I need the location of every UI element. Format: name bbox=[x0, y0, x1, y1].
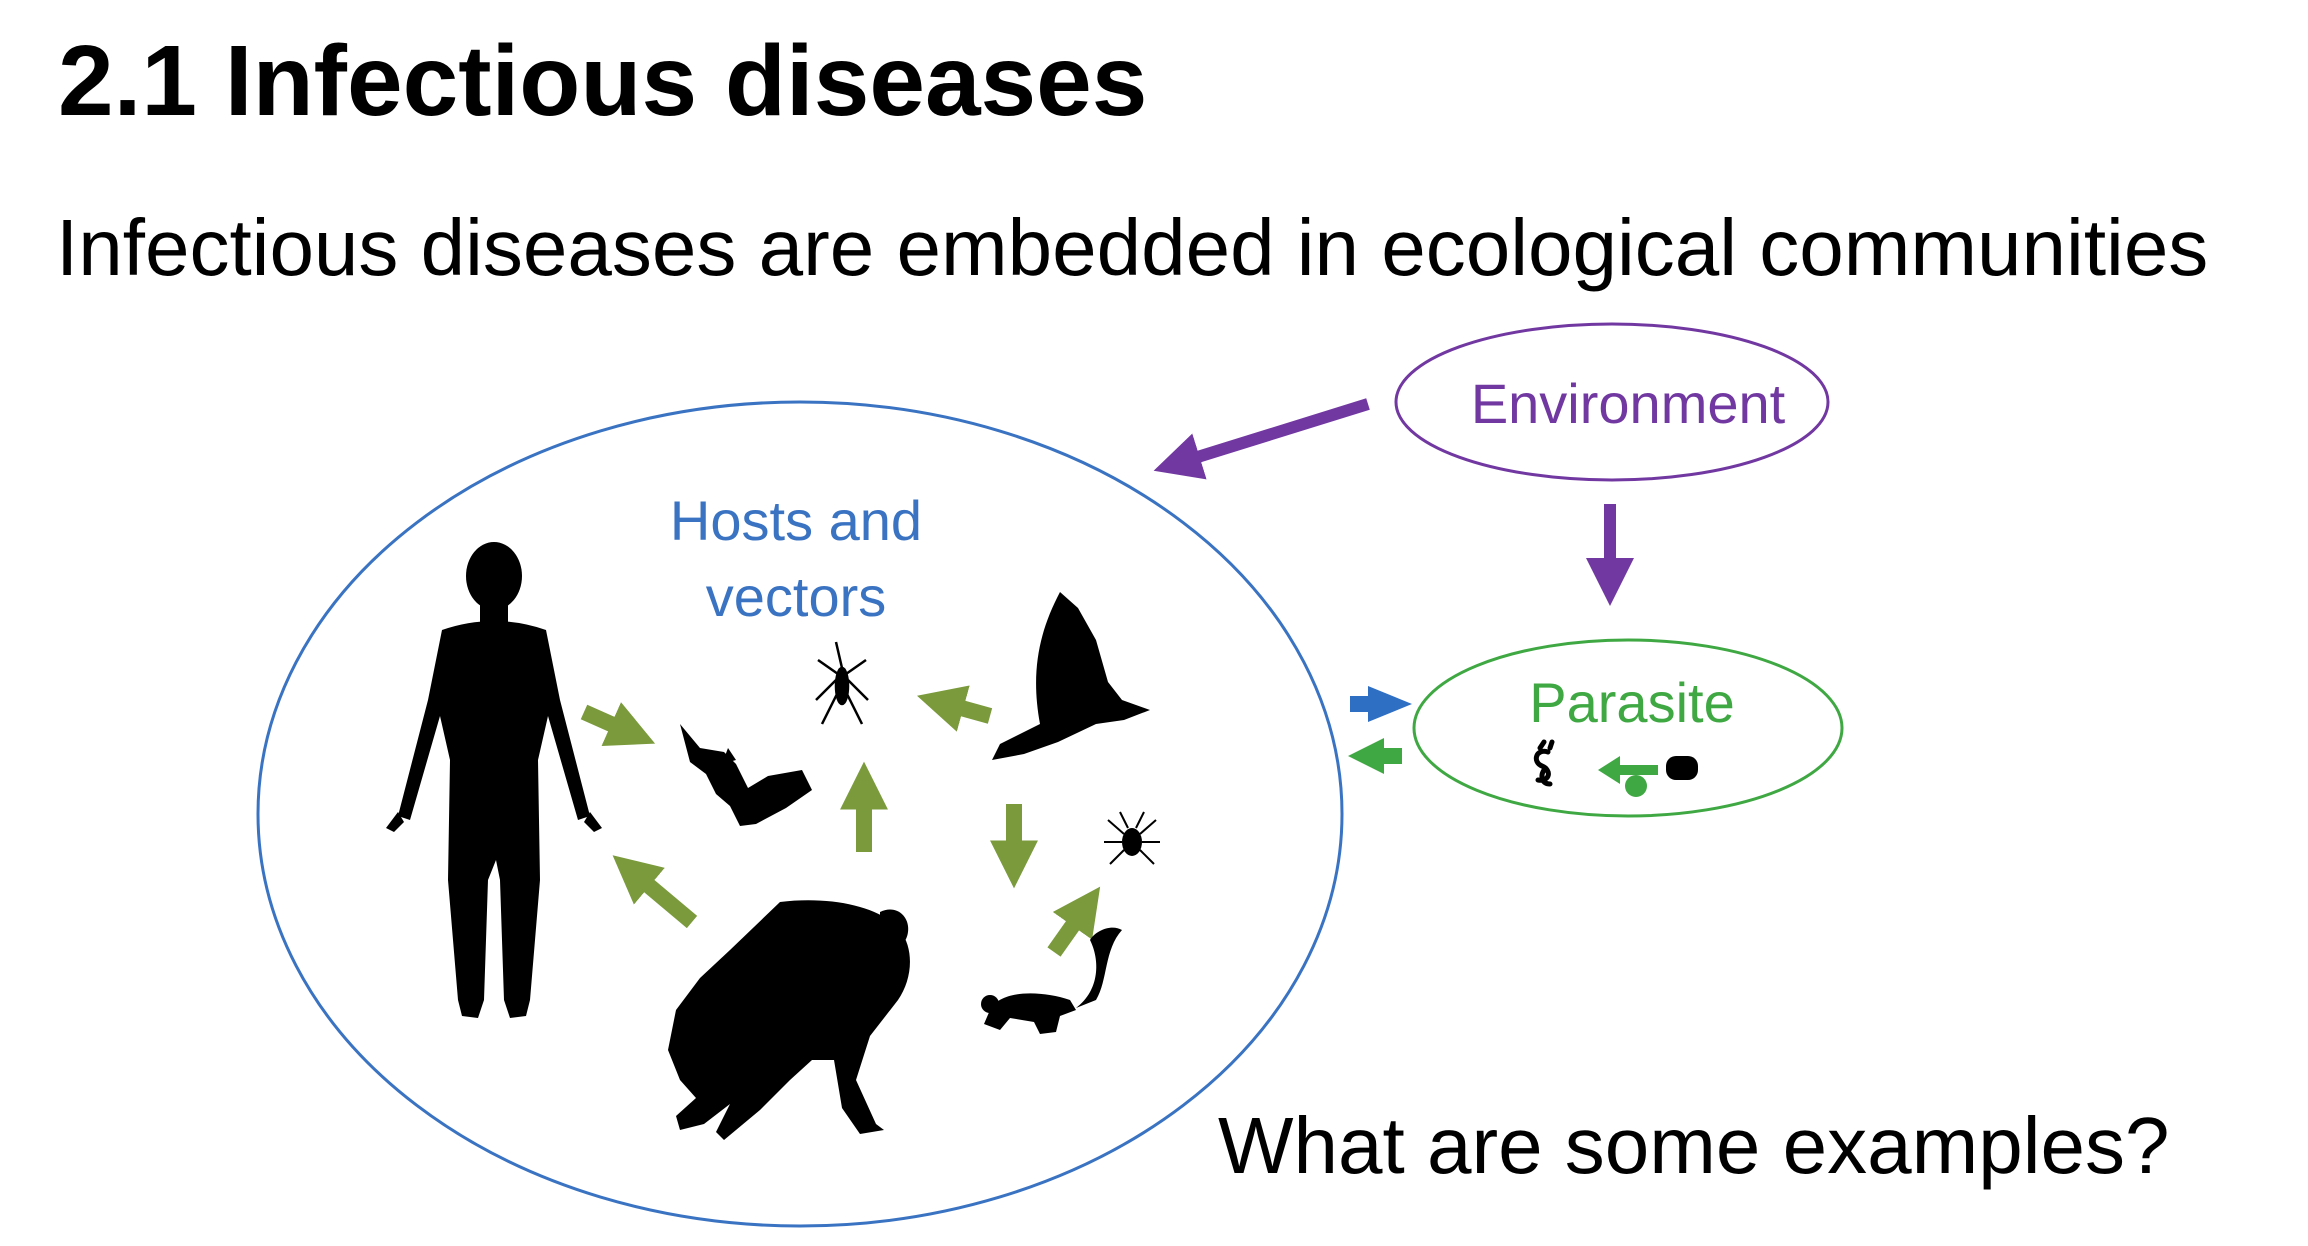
parasite-lifecycle-icon bbox=[1533, 739, 1698, 797]
hosts-to-parasite-arrow bbox=[1350, 686, 1412, 722]
parasite-label: Parasite bbox=[1529, 671, 1734, 734]
slide-subtitle: Infectious diseases are embedded in ecol… bbox=[56, 203, 2209, 292]
parasite-to-hosts-arrow bbox=[1348, 738, 1402, 774]
hosts-vectors-ellipse bbox=[256, 400, 1344, 1228]
mosquito-silhouette-icon bbox=[815, 641, 869, 725]
human-to-bat-arrow bbox=[580, 702, 656, 747]
squirrel-silhouette-icon bbox=[981, 927, 1122, 1034]
parasite-ellipse bbox=[1412, 638, 1844, 818]
environment-label: Environment bbox=[1471, 372, 1786, 435]
bat-silhouette-icon bbox=[680, 724, 812, 826]
squirrel-to-tick-arrow bbox=[1047, 886, 1101, 957]
tick-silhouette-icon bbox=[1104, 811, 1160, 865]
hosts-label-line1: Hosts and bbox=[670, 489, 922, 552]
slide-title: 2.1 Infectious diseases bbox=[58, 25, 1148, 137]
chimp-to-human-arrow bbox=[612, 855, 698, 929]
bird-silhouette-icon bbox=[992, 592, 1150, 760]
chimpanzee-silhouette-icon bbox=[668, 900, 910, 1140]
environment-to-hosts-arrow bbox=[1153, 398, 1370, 480]
human-silhouette-icon bbox=[386, 542, 602, 1018]
hosts-label-line2: vectors bbox=[706, 565, 887, 628]
question-text: What are some examples? bbox=[1218, 1101, 2170, 1190]
bird-to-mosquito-arrow bbox=[917, 685, 993, 732]
environment-ellipse bbox=[1394, 322, 1830, 482]
